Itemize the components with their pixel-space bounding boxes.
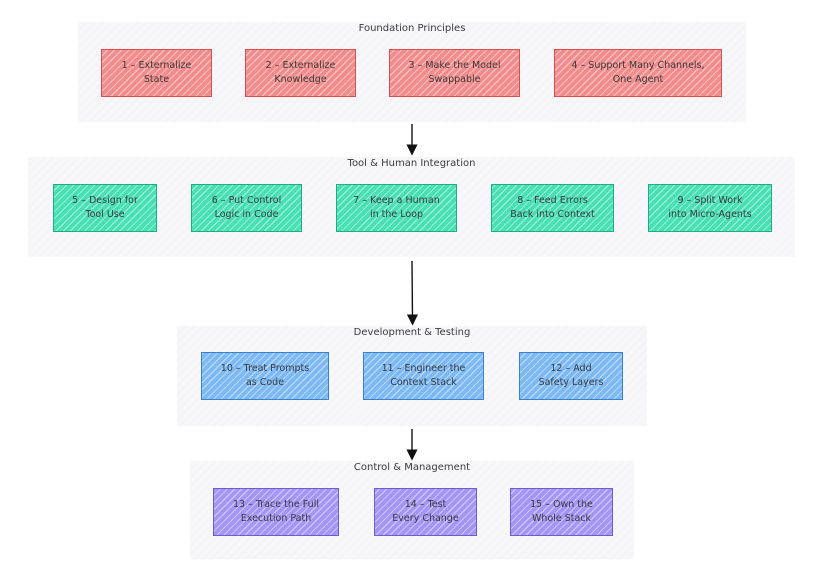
node-control-logic-in-code[interactable]: 6 – Put Control Logic in Code <box>191 184 302 232</box>
group-development-testing: Development & Testing 10 – Treat Prompts… <box>177 326 647 426</box>
node-add-safety-layers[interactable]: 12 – Add Safety Layers <box>519 352 623 400</box>
node-own-whole-stack[interactable]: 15 – Own the Whole Stack <box>510 488 613 536</box>
group-title: Tool & Human Integration <box>347 158 476 169</box>
group-title: Foundation Principles <box>358 23 466 34</box>
node-treat-prompts-as-code[interactable]: 10 – Treat Prompts as Code <box>201 352 329 400</box>
node-test-every-change[interactable]: 14 – Test Every Change <box>374 488 477 536</box>
node-feed-errors-back[interactable]: 8 – Feed Errors Back into Context <box>491 184 614 232</box>
group-control-management: Control & Management 13 – Trace the Full… <box>190 461 634 559</box>
group-tool-human-integration: Tool & Human Integration 5 – Design for … <box>28 157 795 257</box>
node-human-in-the-loop[interactable]: 7 – Keep a Human in the Loop <box>336 184 457 232</box>
node-design-for-tool-use[interactable]: 5 – Design for Tool Use <box>53 184 157 232</box>
node-externalize-knowledge[interactable]: 2 – Externalize Knowledge <box>245 49 356 97</box>
node-split-work-micro-agents[interactable]: 9 – Split Work into Micro-Agents <box>648 184 772 232</box>
group-title: Development & Testing <box>353 327 471 338</box>
node-engineer-context-stack[interactable]: 11 – Engineer the Context Stack <box>363 352 484 400</box>
node-make-model-swappable[interactable]: 3 – Make the Model Swappable <box>389 49 520 97</box>
group-foundation-principles: Foundation Principles 1 – Externalize St… <box>78 22 746 122</box>
group-title: Control & Management <box>353 462 471 473</box>
node-externalize-state[interactable]: 1 – Externalize State <box>101 49 212 97</box>
node-trace-execution-path[interactable]: 13 – Trace the Full Execution Path <box>213 488 339 536</box>
arrow-tool-to-development <box>406 260 419 326</box>
node-support-many-channels[interactable]: 4 – Support Many Channels, One Agent <box>554 49 722 97</box>
